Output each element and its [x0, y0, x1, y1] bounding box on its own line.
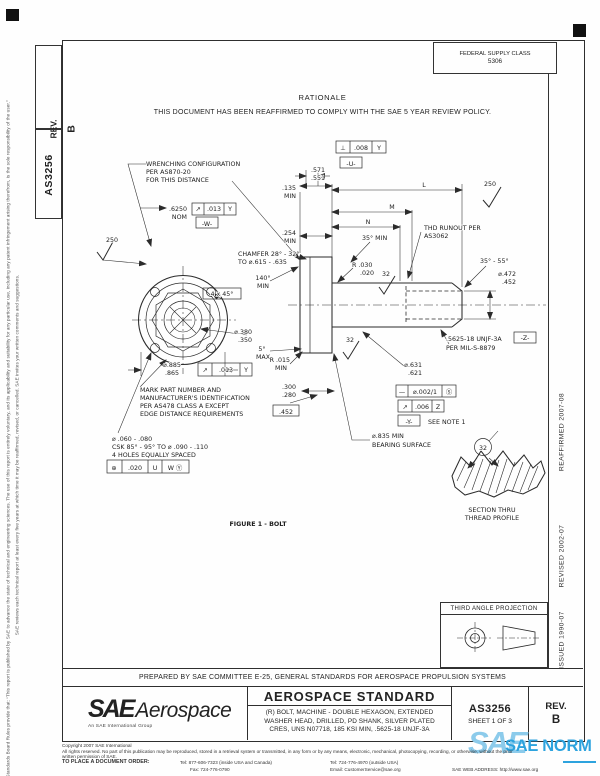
- doc-number-corner-box: AS3256: [35, 129, 62, 219]
- standard-title-cell: AEROSPACE STANDARD (R) BOLT, MACHINE - D…: [248, 687, 452, 740]
- standard-title-line-1: (R) BOLT, MACHINE - DOUBLE HEXAGON, EXTE…: [265, 709, 434, 716]
- sae-logo: SAE: [88, 695, 135, 723]
- right-margin-revised: REVISED 2002-07: [558, 524, 566, 588]
- rationale-text: THIS DOCUMENT HAS BEEN REAFFIRMED TO COM…: [153, 109, 492, 116]
- footer-rights: All rights reserved. No part of this pub…: [62, 748, 513, 759]
- doc-number-cell: AS3256 SHEET 1 OF 3: [452, 687, 529, 740]
- sae-logo-aerospace: Aerospace: [135, 699, 232, 722]
- watermark-sae-glyph: SAE: [468, 725, 528, 760]
- rev-label: REV.: [545, 701, 567, 712]
- footer-email: Email: CustomerService@sae.org: [330, 767, 401, 772]
- doc-number: AS3256: [468, 702, 512, 715]
- rev-value: B: [551, 714, 561, 726]
- footer-web-address: SAE WEB ADDRESS: http://www.sae.org: [452, 767, 539, 772]
- fsc-label: FEDERAL SUPPLY CLASS: [459, 51, 531, 57]
- rev-corner-box: REV. B: [35, 45, 78, 139]
- sae-logo-cell: SAE Aerospace An SAE International Group: [62, 687, 248, 740]
- title-block: SAE Aerospace An SAE International Group…: [62, 687, 583, 740]
- scan-mark-top-left: [6, 9, 19, 21]
- fsc-value: 5306: [487, 58, 503, 65]
- scan-mark-top-right: [573, 24, 586, 37]
- standard-title-line-3: CRES, UNS N07718, 185 KSI MIN, .5625-18 …: [269, 726, 430, 734]
- sae-logo-tagline: An SAE International Group: [88, 724, 153, 729]
- right-margin-reaffirmed: REAFFIRMED 2007-08: [558, 392, 566, 472]
- footer-tel-outside: Tel: 724-776-4970 (outside USA): [330, 760, 399, 765]
- drawing-frame: [62, 40, 585, 742]
- third-angle-projection-box: THIRD ANGLE PROJECTION: [440, 602, 548, 668]
- left-margin-disclaimer-2: SAE reviews each technical report at lea…: [14, 274, 20, 636]
- footer-copyright: Copyright 2007 SAE International: [62, 743, 132, 748]
- third-angle-projection-icon: [457, 622, 541, 654]
- watermark-norm-text: SAE NORM: [505, 737, 592, 755]
- sheet-indicator: SHEET 1 OF 3: [468, 717, 512, 725]
- footer-fax: Fax: 724-776-0790: [190, 767, 230, 772]
- third-angle-projection-label: THIRD ANGLE PROJECTION: [441, 603, 547, 615]
- watermark-line: [563, 761, 596, 763]
- right-gutter-line: [548, 74, 549, 668]
- rationale-title: RATIONALE: [298, 93, 347, 102]
- doc-number-vertical: AS3256: [43, 154, 55, 196]
- standard-title-line-2: WASHER HEAD, DRILLED, PD SHANK, SILVER P…: [264, 717, 435, 725]
- right-margin-issued: ISSUED 1990-07: [558, 611, 566, 669]
- federal-supply-class-box: FEDERAL SUPPLY CLASS 5306: [433, 42, 557, 74]
- prepared-by-bar: PREPARED BY SAE COMMITTEE E-25, GENERAL …: [62, 668, 583, 687]
- footer-order-label: TO PLACE A DOCUMENT ORDER:: [62, 759, 150, 765]
- standard-type-heading: AEROSPACE STANDARD: [248, 687, 451, 706]
- rev-cell: REV. B: [529, 687, 583, 740]
- left-margin-disclaimer-1: SAE Technical Standards Board Rules prov…: [5, 100, 11, 776]
- rev-corner-value: B: [65, 125, 78, 133]
- footer-tel-inside: Tel: 877-606-7323 (inside USA and Canada…: [180, 760, 272, 765]
